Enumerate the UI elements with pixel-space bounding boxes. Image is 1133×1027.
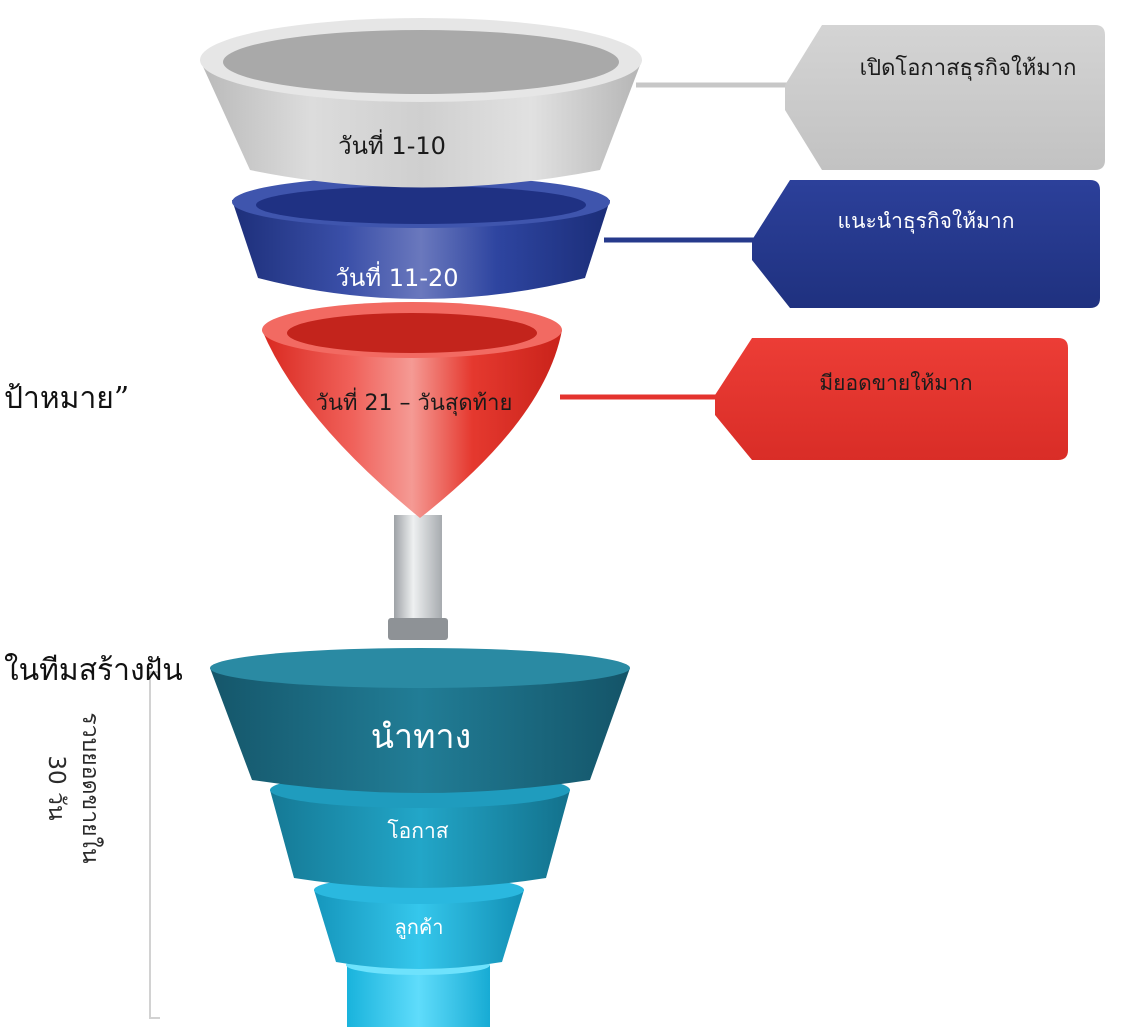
funnel-stage-3-opening — [287, 313, 537, 353]
bottom-funnel-tier-2 — [270, 790, 570, 888]
bottom-tier-1-label: นำทาง — [371, 717, 471, 757]
left-text-goal: ป้าหมาย” — [4, 381, 130, 416]
bottom-tier-3-label: ลูกค้า — [395, 915, 444, 940]
funnel-spout — [394, 515, 442, 623]
bottom-funnel-tier-1 — [210, 668, 630, 793]
bottom-funnel-tier-3 — [314, 890, 524, 969]
bottom-funnel-tier-1-rim — [210, 648, 630, 688]
left-text-dream-team: ในทีมสร้างฝัน — [4, 653, 183, 688]
callout-shape-red — [715, 338, 1068, 460]
stage-2-label: วันที่ 11-20 — [335, 261, 458, 292]
funnel-stage-2-opening — [256, 186, 586, 224]
stage-1-label: วันที่ 1-10 — [338, 129, 446, 160]
callout-shape-gray — [785, 25, 1105, 170]
bracket-line — [149, 671, 160, 1019]
bracket-label-line-1: รวบยอดขายใน — [77, 712, 103, 864]
stage-3-label: วันที่ 21 – วันสุดท้าย — [316, 387, 513, 416]
funnel-stage-3 — [262, 330, 562, 518]
funnel-stage-2 — [232, 200, 610, 299]
callout-2-text: แนะนำธุรกิจให้มาก — [838, 209, 1015, 234]
bottom-funnel-base — [347, 965, 490, 1027]
callout-3-text: มียอดขายให้มาก — [819, 371, 972, 395]
bracket-label-line-2: 30 วัน — [43, 755, 69, 821]
callout-shape-blue — [752, 180, 1100, 308]
funnel-spout-tip — [388, 618, 448, 640]
callout-1-text: เปิดโอกาสธุรกิจให้มาก — [860, 55, 1077, 81]
funnel-stage-1-opening — [223, 30, 619, 94]
bottom-tier-2-label: โอกาส — [387, 819, 448, 843]
bracket-vertical-label: รวบยอดขายใน 30 วัน — [39, 668, 107, 908]
